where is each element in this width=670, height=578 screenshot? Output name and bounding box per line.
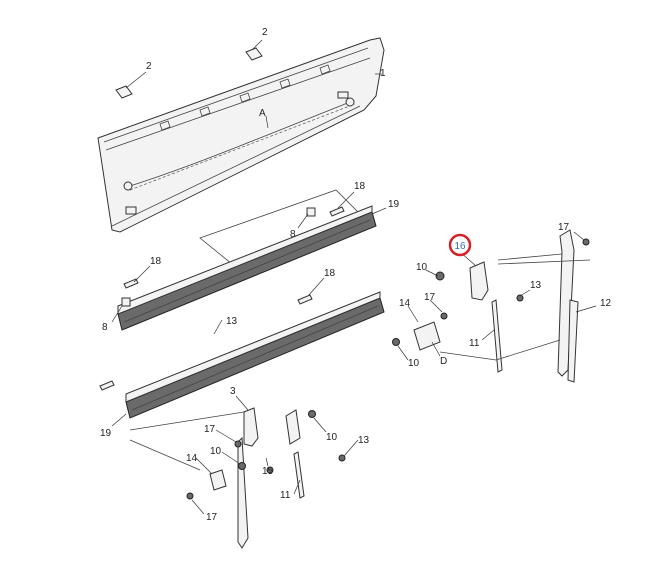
callout-10: 10 [408,358,420,369]
latch-assembly-right [392,229,591,383]
callout-1: 1 [380,68,386,79]
callout-a: A [259,108,266,119]
screw-part-18 [99,206,345,391]
callout-15: 15 [262,466,274,477]
callout-2: 2 [146,61,152,72]
callout-18: 18 [354,181,366,192]
clip-part-8 [306,207,316,217]
side-panel [97,37,385,233]
clip-part-8 [121,297,131,307]
callout-10: 10 [210,446,222,457]
callout-19: 19 [388,199,400,210]
rail-upper [117,205,377,331]
callout-3: 3 [230,386,236,397]
callout-17: 17 [558,222,570,233]
callout-8: 8 [290,229,296,240]
callout-2: 2 [262,27,268,38]
callout-13: 13 [530,280,542,291]
clip-part-2 [115,47,263,99]
callout-8: 8 [102,322,108,333]
callout-18: 18 [324,268,336,279]
callout-17: 17 [204,424,216,435]
callout-17: 17 [424,292,436,303]
callout-10: 10 [416,262,428,273]
callout-11: 11 [469,338,480,349]
callout-16-highlighted[interactable]: 16 [454,241,466,252]
callout-13: 13 [226,316,238,327]
callout-19: 19 [100,428,112,439]
callout-18: 18 [150,256,162,267]
highlight-ring [448,233,472,257]
callout-10: 10 [326,432,338,443]
rail-lower [125,291,385,419]
callout-12: 12 [600,298,612,309]
callout-14: 14 [399,298,411,309]
latch-assembly-left [129,407,346,549]
callout-17: 17 [206,512,218,523]
callout-11: 11 [280,490,291,501]
callout-14: 14 [186,453,198,464]
callout-d: D [440,356,447,367]
callout-13: 13 [358,435,370,446]
